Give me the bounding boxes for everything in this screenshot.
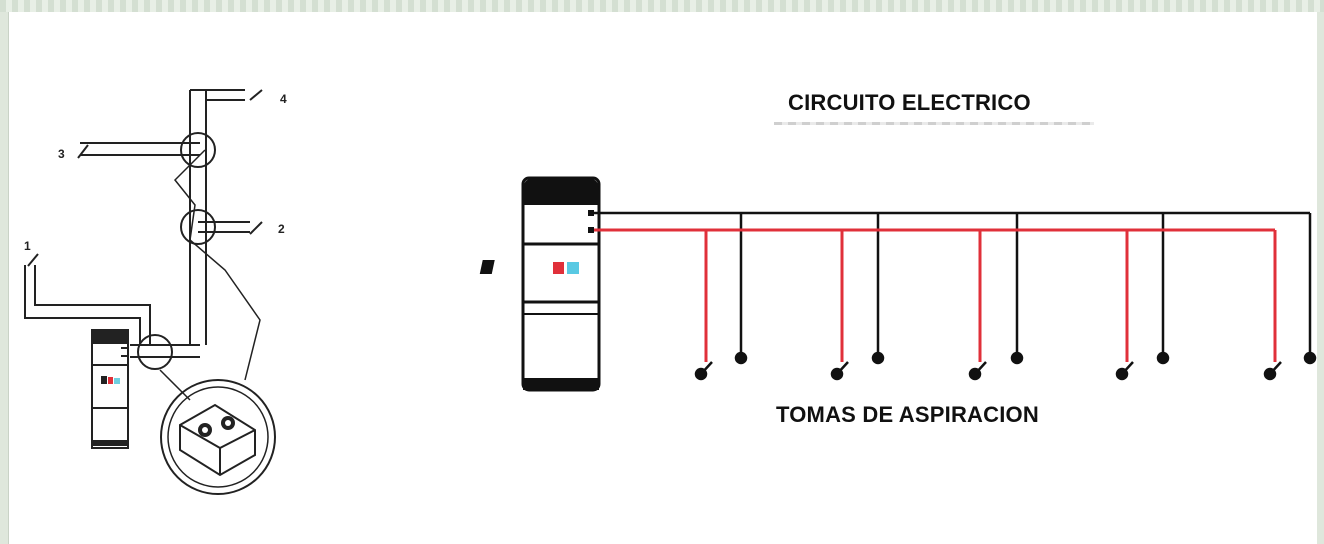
label-3: 3 bbox=[58, 147, 65, 161]
branch-1-a bbox=[24, 265, 141, 345]
outlet-box bbox=[179, 403, 256, 477]
fitting-1 bbox=[137, 334, 173, 370]
switch-4 bbox=[249, 89, 263, 101]
outlet-inner-circle bbox=[167, 386, 269, 488]
outlet-terminal-4 bbox=[1156, 351, 1170, 365]
outlet-terminal-3 bbox=[1010, 351, 1024, 365]
fitting-2 bbox=[180, 209, 216, 245]
fitting-3 bbox=[180, 132, 216, 168]
circuit-title: CIRCUITO ELECTRICO bbox=[788, 90, 1031, 115]
outlet-socket-icon bbox=[198, 416, 235, 437]
outlet-terminal-2 bbox=[871, 351, 885, 365]
cable-to-outlet bbox=[159, 369, 191, 401]
branch-1-b bbox=[34, 265, 151, 345]
black-wire bbox=[594, 211, 1312, 355]
outlet-terminals bbox=[694, 351, 1317, 381]
outlet-terminal-1 bbox=[734, 351, 748, 365]
switch-3 bbox=[77, 144, 89, 159]
switch-2 bbox=[249, 221, 263, 235]
label-4: 4 bbox=[280, 92, 287, 106]
top-border-strip bbox=[0, 0, 1324, 12]
outlet-terminal-5 bbox=[1303, 351, 1317, 365]
label-2: 2 bbox=[278, 222, 285, 236]
label-1: 1 bbox=[24, 239, 31, 253]
cable bbox=[173, 149, 261, 381]
outlets-title: TOMAS DE ASPIRACION bbox=[776, 402, 1039, 427]
main-vacuum-unit bbox=[479, 176, 601, 392]
switch-1 bbox=[27, 253, 39, 267]
outlet-outer-circle bbox=[160, 379, 276, 495]
small-vacuum-unit bbox=[91, 329, 129, 449]
title-underline bbox=[774, 122, 1094, 125]
red-wire bbox=[594, 228, 1277, 362]
left-schematic bbox=[24, 89, 276, 495]
